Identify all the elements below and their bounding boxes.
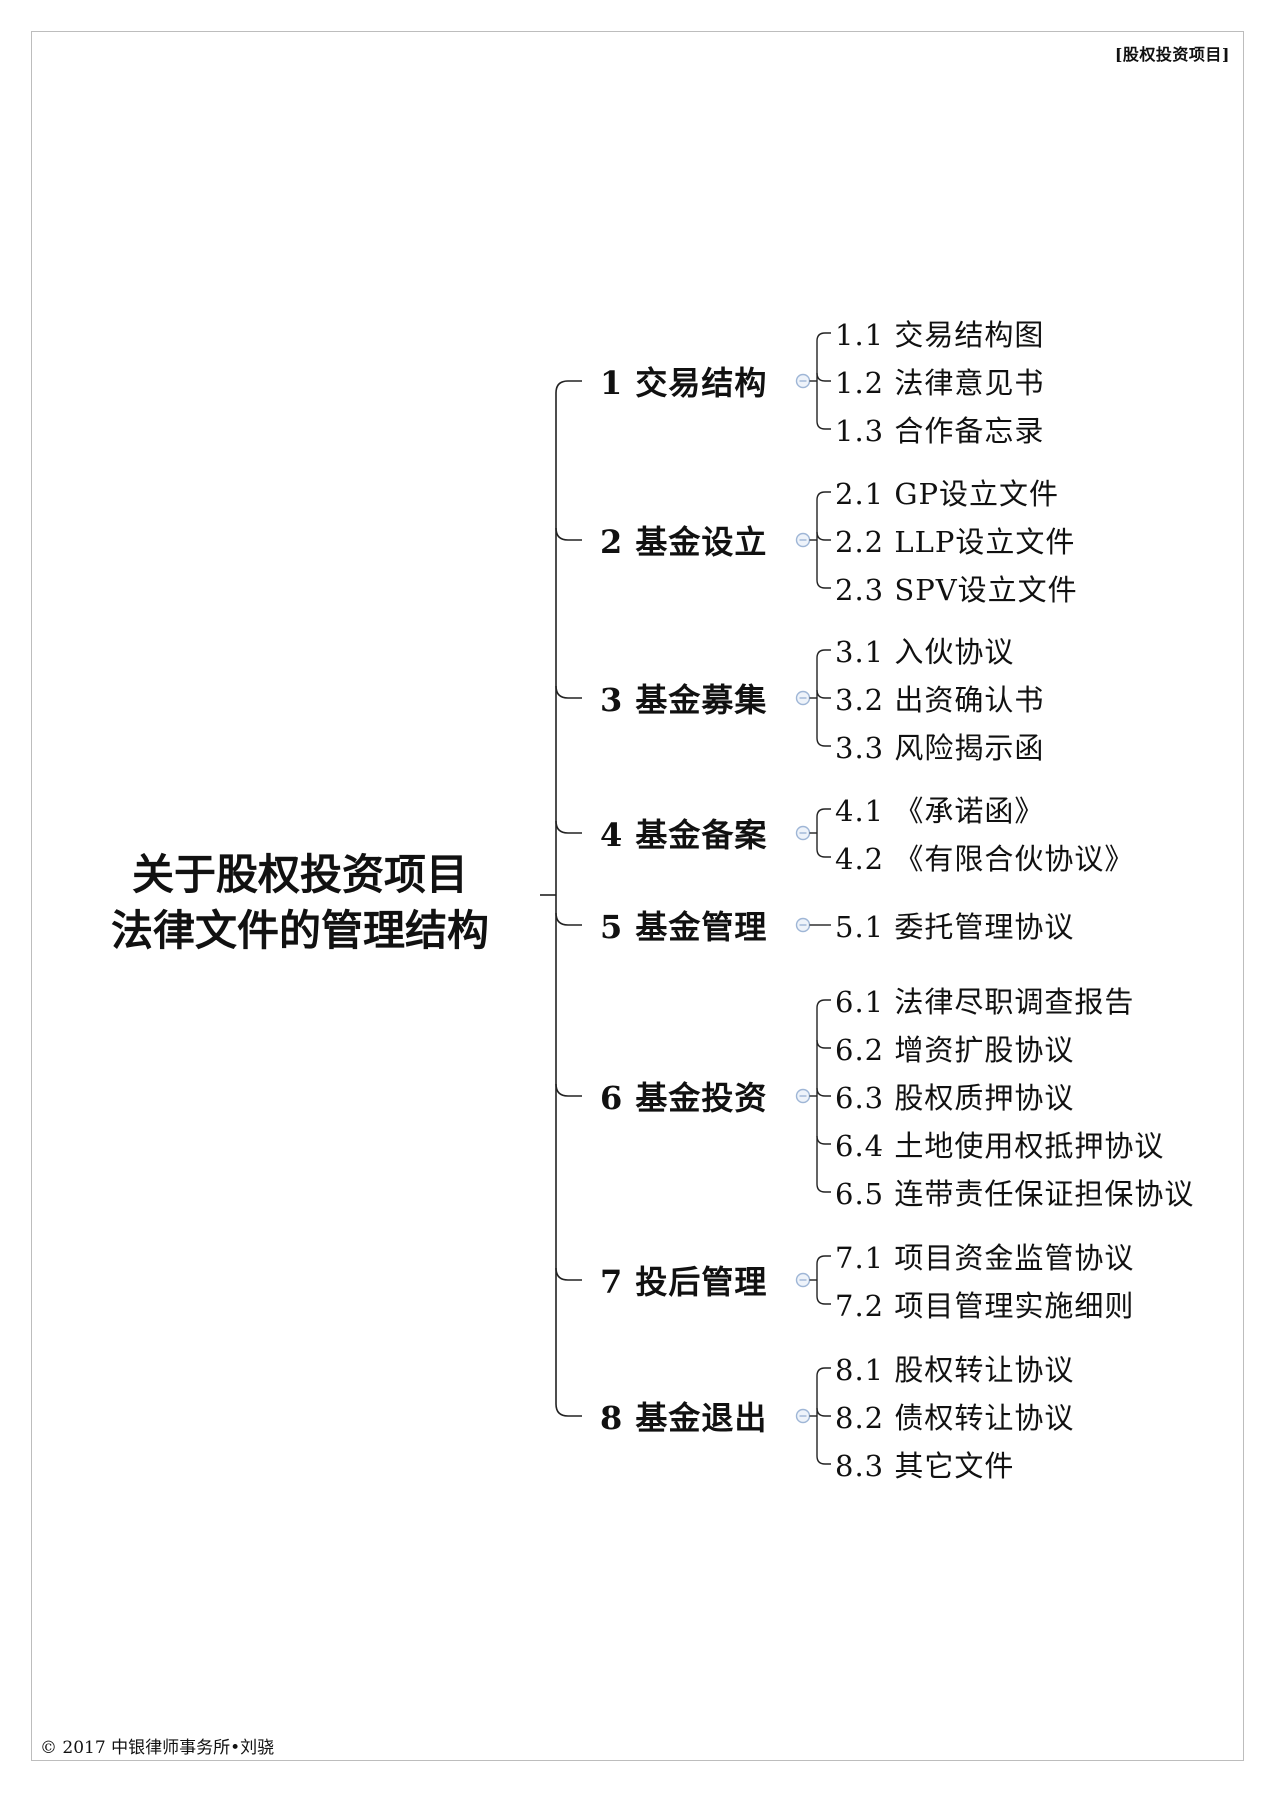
item-bracket xyxy=(816,332,831,430)
copyright-footer: © 2017 中银律师事务所•刘骁 xyxy=(40,1738,275,1758)
document-item: 6.3 股权质押协议 xyxy=(835,1081,1075,1115)
collapse-circle-icon[interactable] xyxy=(795,1272,811,1288)
collapse-circle-icon[interactable] xyxy=(795,690,811,706)
item-connector xyxy=(816,531,831,541)
category-connector xyxy=(555,1267,582,1281)
document-item: 8.2 债权转让协议 xyxy=(835,1401,1075,1435)
category-node: 5 基金管理 xyxy=(600,908,768,946)
collapse-circle-icon[interactable] xyxy=(795,1408,811,1424)
category-node: 4 基金备案 xyxy=(600,816,768,854)
document-item: 2.3 SPV设立文件 xyxy=(835,573,1078,607)
item-connector xyxy=(816,689,831,699)
item-connector xyxy=(816,1135,831,1145)
document-item: 3.2 出资确认书 xyxy=(835,683,1045,717)
collapse-circle-icon[interactable] xyxy=(795,1088,811,1104)
root-title-line-2: 法律文件的管理结构 xyxy=(110,906,489,955)
document-item: 6.2 增资扩股协议 xyxy=(835,1033,1075,1067)
document-item: 4.2 《有限合伙协议》 xyxy=(835,842,1135,876)
header-tag: [股权投资项目] xyxy=(1114,45,1230,64)
item-bracket xyxy=(816,649,831,747)
document-item: 3.3 风险揭示函 xyxy=(835,731,1045,765)
item-bracket xyxy=(816,1255,831,1305)
document-item: 5.1 委托管理协议 xyxy=(835,910,1075,944)
document-item: 1.2 法律意见书 xyxy=(835,366,1045,400)
root-title-line-1: 关于股权投资项目 xyxy=(131,850,468,899)
document-item: 3.1 入伙协议 xyxy=(835,635,1015,669)
trunk-line xyxy=(555,380,582,1417)
document-item: 8.3 其它文件 xyxy=(835,1449,1015,1483)
page-frame xyxy=(31,31,1244,1761)
category-node: 6 基金投资 xyxy=(600,1079,768,1117)
document-item: 7.2 项目管理实施细则 xyxy=(835,1289,1135,1323)
document-item: 6.5 连带责任保证担保协议 xyxy=(835,1177,1195,1211)
category-node: 2 基金设立 xyxy=(600,523,768,561)
item-bracket xyxy=(816,999,831,1193)
root-node: 关于股权投资项目 法律文件的管理结构 xyxy=(70,847,530,959)
document-item: 1.1 交易结构图 xyxy=(835,318,1045,352)
document-item: 2.1 GP设立文件 xyxy=(835,477,1060,511)
category-connector xyxy=(555,1083,582,1097)
document-item: 1.3 合作备忘录 xyxy=(835,414,1045,448)
document-item: 2.2 LLP设立文件 xyxy=(835,525,1076,559)
item-bracket xyxy=(816,491,831,589)
item-connector xyxy=(816,372,831,382)
collapse-circle-icon[interactable] xyxy=(795,373,811,389)
item-bracket xyxy=(816,808,831,858)
collapse-circle-icon[interactable] xyxy=(795,825,811,841)
category-connector xyxy=(555,527,582,541)
document-item: 8.1 股权转让协议 xyxy=(835,1353,1075,1387)
category-node: 3 基金募集 xyxy=(600,681,768,719)
document-item: 4.1 《承诺函》 xyxy=(835,794,1045,828)
document-item: 6.4 土地使用权抵押协议 xyxy=(835,1129,1165,1163)
category-connector xyxy=(555,912,582,926)
category-node: 8 基金退出 xyxy=(600,1399,768,1437)
category-connector xyxy=(555,820,582,834)
collapse-circle-icon[interactable] xyxy=(795,532,811,548)
category-connector xyxy=(555,685,582,699)
document-item: 6.1 法律尽职调查报告 xyxy=(835,985,1135,1019)
category-node: 1 交易结构 xyxy=(600,364,768,402)
document-item: 7.1 项目资金监管协议 xyxy=(835,1241,1135,1275)
item-connector xyxy=(816,1407,831,1417)
item-connector xyxy=(816,1087,831,1097)
item-bracket xyxy=(816,1367,831,1465)
item-connector xyxy=(816,1039,831,1049)
collapse-circle-icon[interactable] xyxy=(795,917,811,933)
category-node: 7 投后管理 xyxy=(600,1263,768,1301)
